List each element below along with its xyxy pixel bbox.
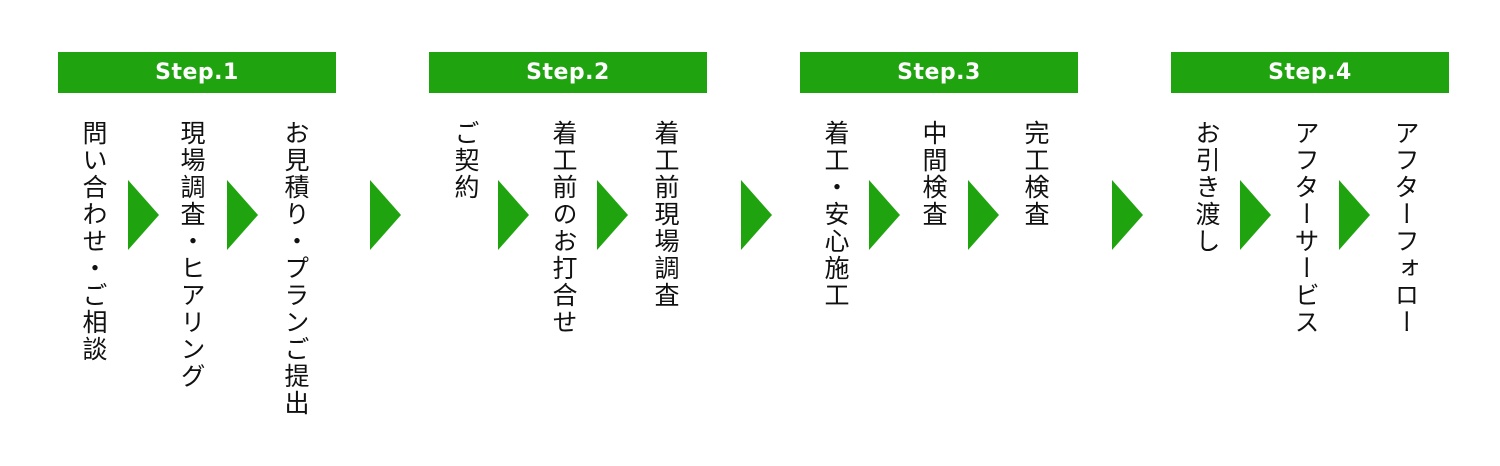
- step-3-item-mid-inspection: 中間検査: [919, 120, 948, 228]
- step-2-item-contract: ご契約: [451, 120, 480, 201]
- step-1-item-inquiry: 問い合わせ・ご相談: [79, 120, 108, 363]
- step-4-header: Step.4: [1171, 52, 1449, 93]
- step-4-item-handover: お引き渡し: [1192, 120, 1221, 255]
- step-1-item-estimate: お見積り・プランご提出: [281, 120, 310, 417]
- arrow-right-icon: [227, 180, 258, 250]
- step-3-item-construction: 着工・安心施工: [821, 120, 850, 309]
- arrow-right-icon: [370, 180, 401, 250]
- arrow-right-icon: [741, 180, 772, 250]
- arrow-right-icon: [597, 180, 628, 250]
- arrow-right-icon: [869, 180, 900, 250]
- arrow-right-icon: [1240, 180, 1271, 250]
- step-1-item-site-survey: 現場調査・ヒアリング: [177, 120, 206, 390]
- arrow-right-icon: [1112, 180, 1143, 250]
- step-4-item-after-follow: アフターフォロー: [1391, 120, 1420, 336]
- arrow-right-icon: [1339, 180, 1370, 250]
- arrow-right-icon: [128, 180, 159, 250]
- step-1-header: Step.1: [58, 52, 336, 93]
- arrow-right-icon: [968, 180, 999, 250]
- step-4-item-after-service: アフターサービス: [1291, 120, 1320, 336]
- step-2-item-pre-meeting: 着工前のお打合せ: [549, 120, 578, 336]
- arrow-right-icon: [498, 180, 529, 250]
- step-3-header: Step.3: [800, 52, 1078, 93]
- step-3-item-final-inspection: 完工検査: [1021, 120, 1050, 228]
- step-2-item-pre-survey: 着工前現場調査: [651, 120, 680, 309]
- step-2-header: Step.2: [429, 52, 707, 93]
